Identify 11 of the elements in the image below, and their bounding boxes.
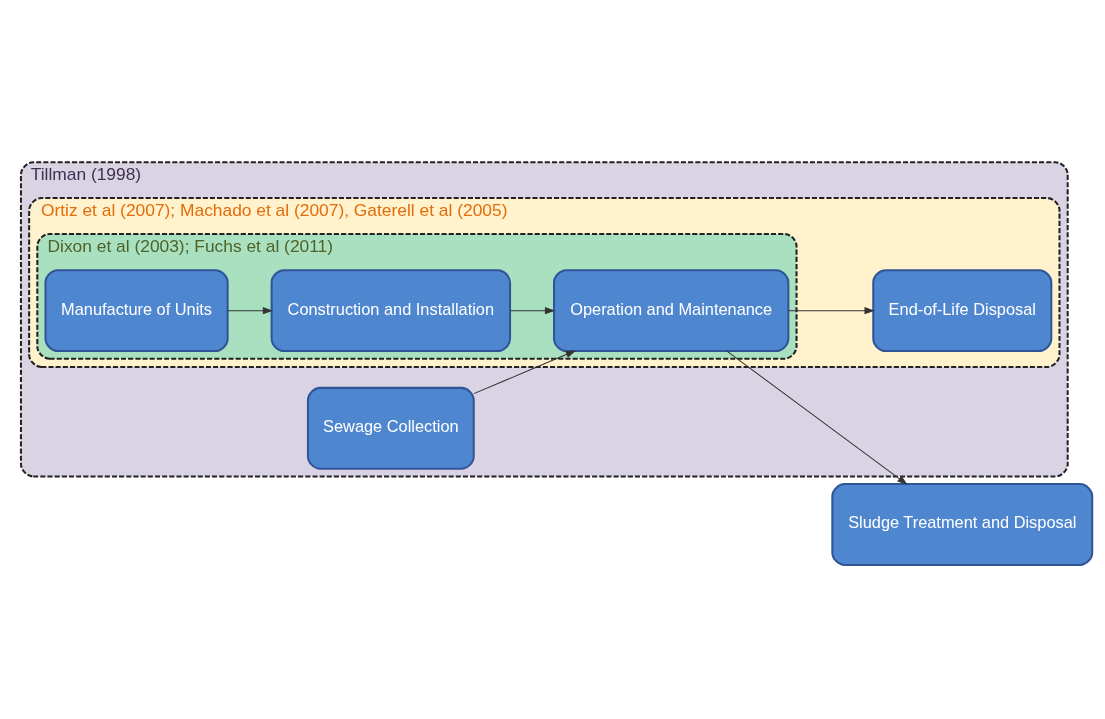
- arrow: [726, 350, 908, 485]
- node-box: End-of-Life Disposal: [872, 269, 1053, 353]
- arrow: [473, 350, 576, 395]
- node-box: Operation and Maintenance: [553, 269, 790, 353]
- arrow: [227, 307, 274, 315]
- node-box: Sewage Collection: [306, 386, 475, 470]
- node-box: Construction and Installation: [270, 269, 512, 353]
- arrow: [788, 307, 875, 315]
- node-box: Manufacture of Units: [44, 269, 229, 353]
- node-box: Sludge Treatment and Disposal: [831, 483, 1094, 566]
- arrow: [509, 307, 556, 315]
